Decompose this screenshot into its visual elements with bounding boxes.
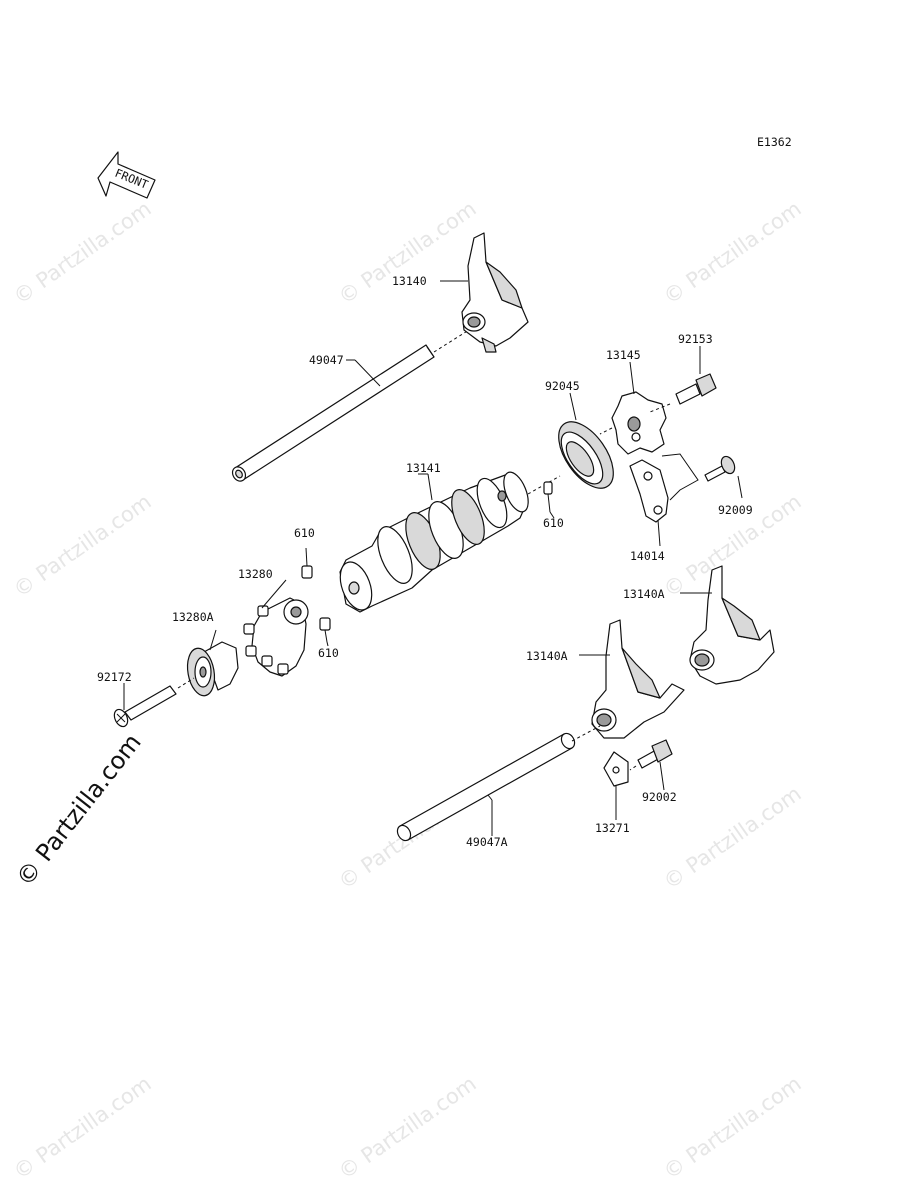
watermark: © Partzilla.com [659, 1071, 806, 1184]
part-label-49047: 49047 [309, 353, 344, 367]
watermark: © Partzilla.com [659, 781, 806, 894]
front-arrow-icon: FRONT [97, 151, 156, 199]
part-label-610-right: 610 [543, 516, 564, 530]
plate-screw [661, 453, 736, 501]
shift-star [599, 391, 667, 455]
watermark: © Partzilla.com [9, 489, 156, 602]
part-label-610-upper-left: 610 [294, 526, 315, 540]
shift-shaft-lower [396, 725, 601, 842]
partzilla-watermark: © Partzilla.com [11, 729, 147, 892]
part-label-13140A-right: 13140A [623, 587, 665, 601]
shift-fork-upper [461, 232, 529, 353]
part-label-92172: 92172 [97, 670, 132, 684]
part-labels: 13140 49047 13141 92045 13145 92153 9200… [97, 274, 753, 849]
part-label-92002: 92002 [642, 790, 677, 804]
part-label-13280A: 13280A [172, 610, 214, 624]
part-label-92045: 92045 [545, 379, 580, 393]
part-label-610-lower-left: 610 [318, 646, 339, 660]
watermark: © Partzilla.com [9, 1071, 156, 1184]
dowel-pin-lower-left [319, 617, 331, 643]
drum-bearing [558, 421, 614, 489]
watermark: © Partzilla.com [334, 1071, 481, 1184]
leader-lines [123, 280, 743, 836]
diagram-code: E1362 [757, 135, 792, 149]
part-label-49047A: 49047A [466, 835, 508, 849]
part-label-13271: 13271 [595, 821, 630, 835]
fork-stopper [603, 751, 629, 787]
part-label-13140A-middle: 13140A [526, 649, 568, 663]
shift-shaft-upper [231, 322, 481, 482]
stopper-bolt [629, 739, 673, 771]
shift-fork-middle [591, 619, 685, 739]
part-label-13145: 13145 [606, 348, 641, 362]
shift-fork-right [689, 565, 775, 685]
shift-drum [339, 471, 561, 613]
part-label-92009: 92009 [718, 503, 753, 517]
watermark: © Partzilla.com [9, 196, 156, 309]
dowel-pin-upper-left [301, 547, 313, 579]
watermark: © Partzilla.com [659, 196, 806, 309]
pin-holder [243, 597, 309, 677]
star-bolt [649, 373, 717, 413]
part-label-13280: 13280 [238, 567, 273, 581]
shift-plate [629, 459, 669, 523]
drum-holder [186, 641, 239, 697]
part-label-14014: 14014 [630, 549, 665, 563]
part-label-13140: 13140 [392, 274, 427, 288]
drum-long-bolt [113, 677, 195, 728]
part-label-13141: 13141 [406, 461, 441, 475]
part-label-92153: 92153 [678, 332, 713, 346]
watermark: © Partzilla.com [334, 196, 481, 309]
dowel-pin-right [543, 481, 553, 513]
